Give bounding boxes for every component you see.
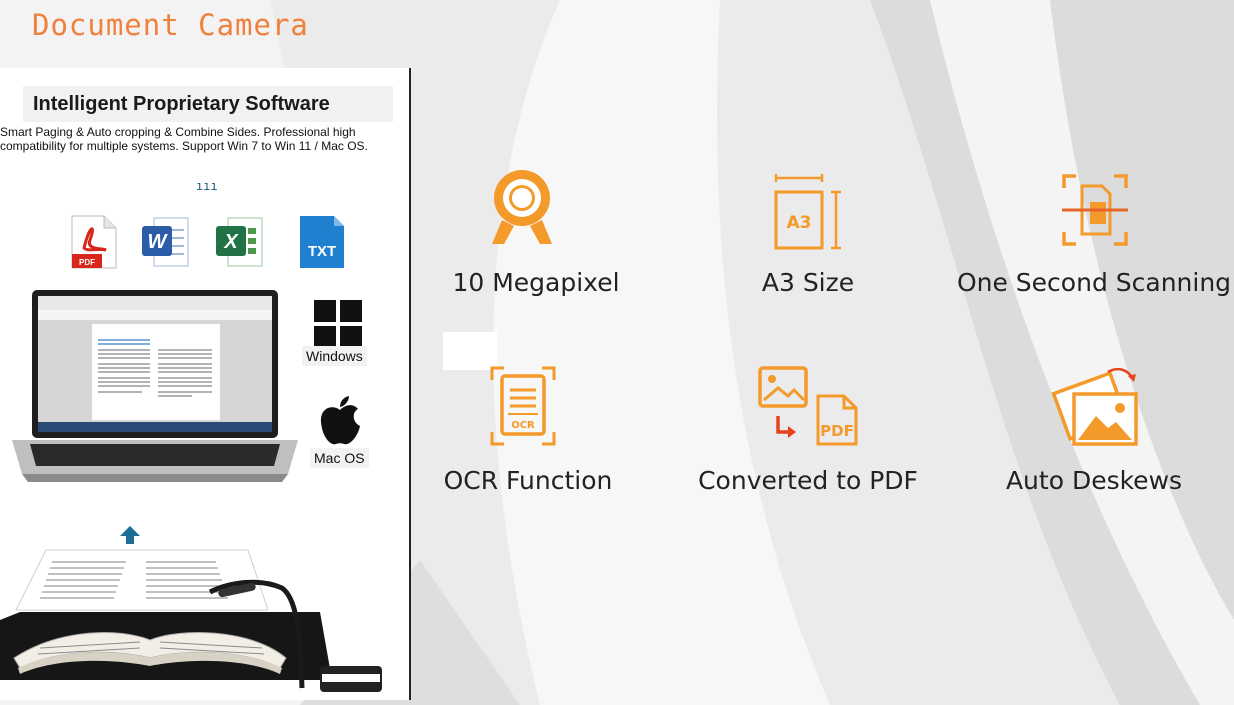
feature-label-a3-size: A3 Size (761, 268, 855, 297)
scanned-pages-image (16, 549, 268, 611)
software-panel: Intelligent Proprietary Software Smart P… (0, 68, 411, 700)
image-to-pdf-icon: PDF (758, 366, 858, 446)
excel-format-label: X (223, 231, 239, 253)
laptop-image (12, 290, 298, 482)
feature-label-deskew: Auto Deskews (1005, 466, 1183, 495)
mac-os-label: Mac OS (310, 448, 369, 468)
a3-icon-label: A3 (787, 213, 812, 233)
blank-tile (443, 332, 497, 370)
panel-description: Smart Paging & Auto cropping & Combine S… (0, 125, 368, 153)
panel-heading: Intelligent Proprietary Software (23, 86, 393, 122)
page-title: Document Camera (32, 8, 309, 42)
pdf-icon-label: PDF (820, 422, 854, 440)
word-file-icon: W (142, 217, 189, 267)
scan-document-icon (1062, 174, 1128, 246)
feature-label-ocr: OCR Function (443, 466, 613, 495)
webcam-icon (492, 170, 552, 244)
feature-label-megapixel: 10 Megapixel (452, 268, 620, 297)
excel-file-icon: X (216, 217, 263, 267)
txt-file-icon: TXT (300, 216, 344, 268)
deskew-image-icon (1051, 367, 1138, 446)
windows-label: Windows (302, 346, 367, 366)
ocr-icon-label: OCR (511, 420, 535, 431)
feature-label-scanning: One Second Scanning (956, 268, 1232, 297)
equalizer-icon: ııı (196, 179, 218, 193)
pdf-file-icon: PDF (71, 215, 117, 269)
feature-label-pdf: Converted to PDF (698, 466, 918, 495)
a3-size-icon: A3 (774, 174, 841, 250)
document-camera-image (0, 579, 382, 692)
txt-format-label: TXT (308, 243, 336, 260)
arrow-up-icon (120, 526, 140, 544)
apple-logo-icon (320, 396, 360, 445)
pdf-format-label: PDF (79, 258, 95, 267)
word-format-label: W (148, 231, 169, 253)
windows-logo-icon (314, 300, 362, 348)
ocr-document-icon: OCR (490, 366, 556, 446)
